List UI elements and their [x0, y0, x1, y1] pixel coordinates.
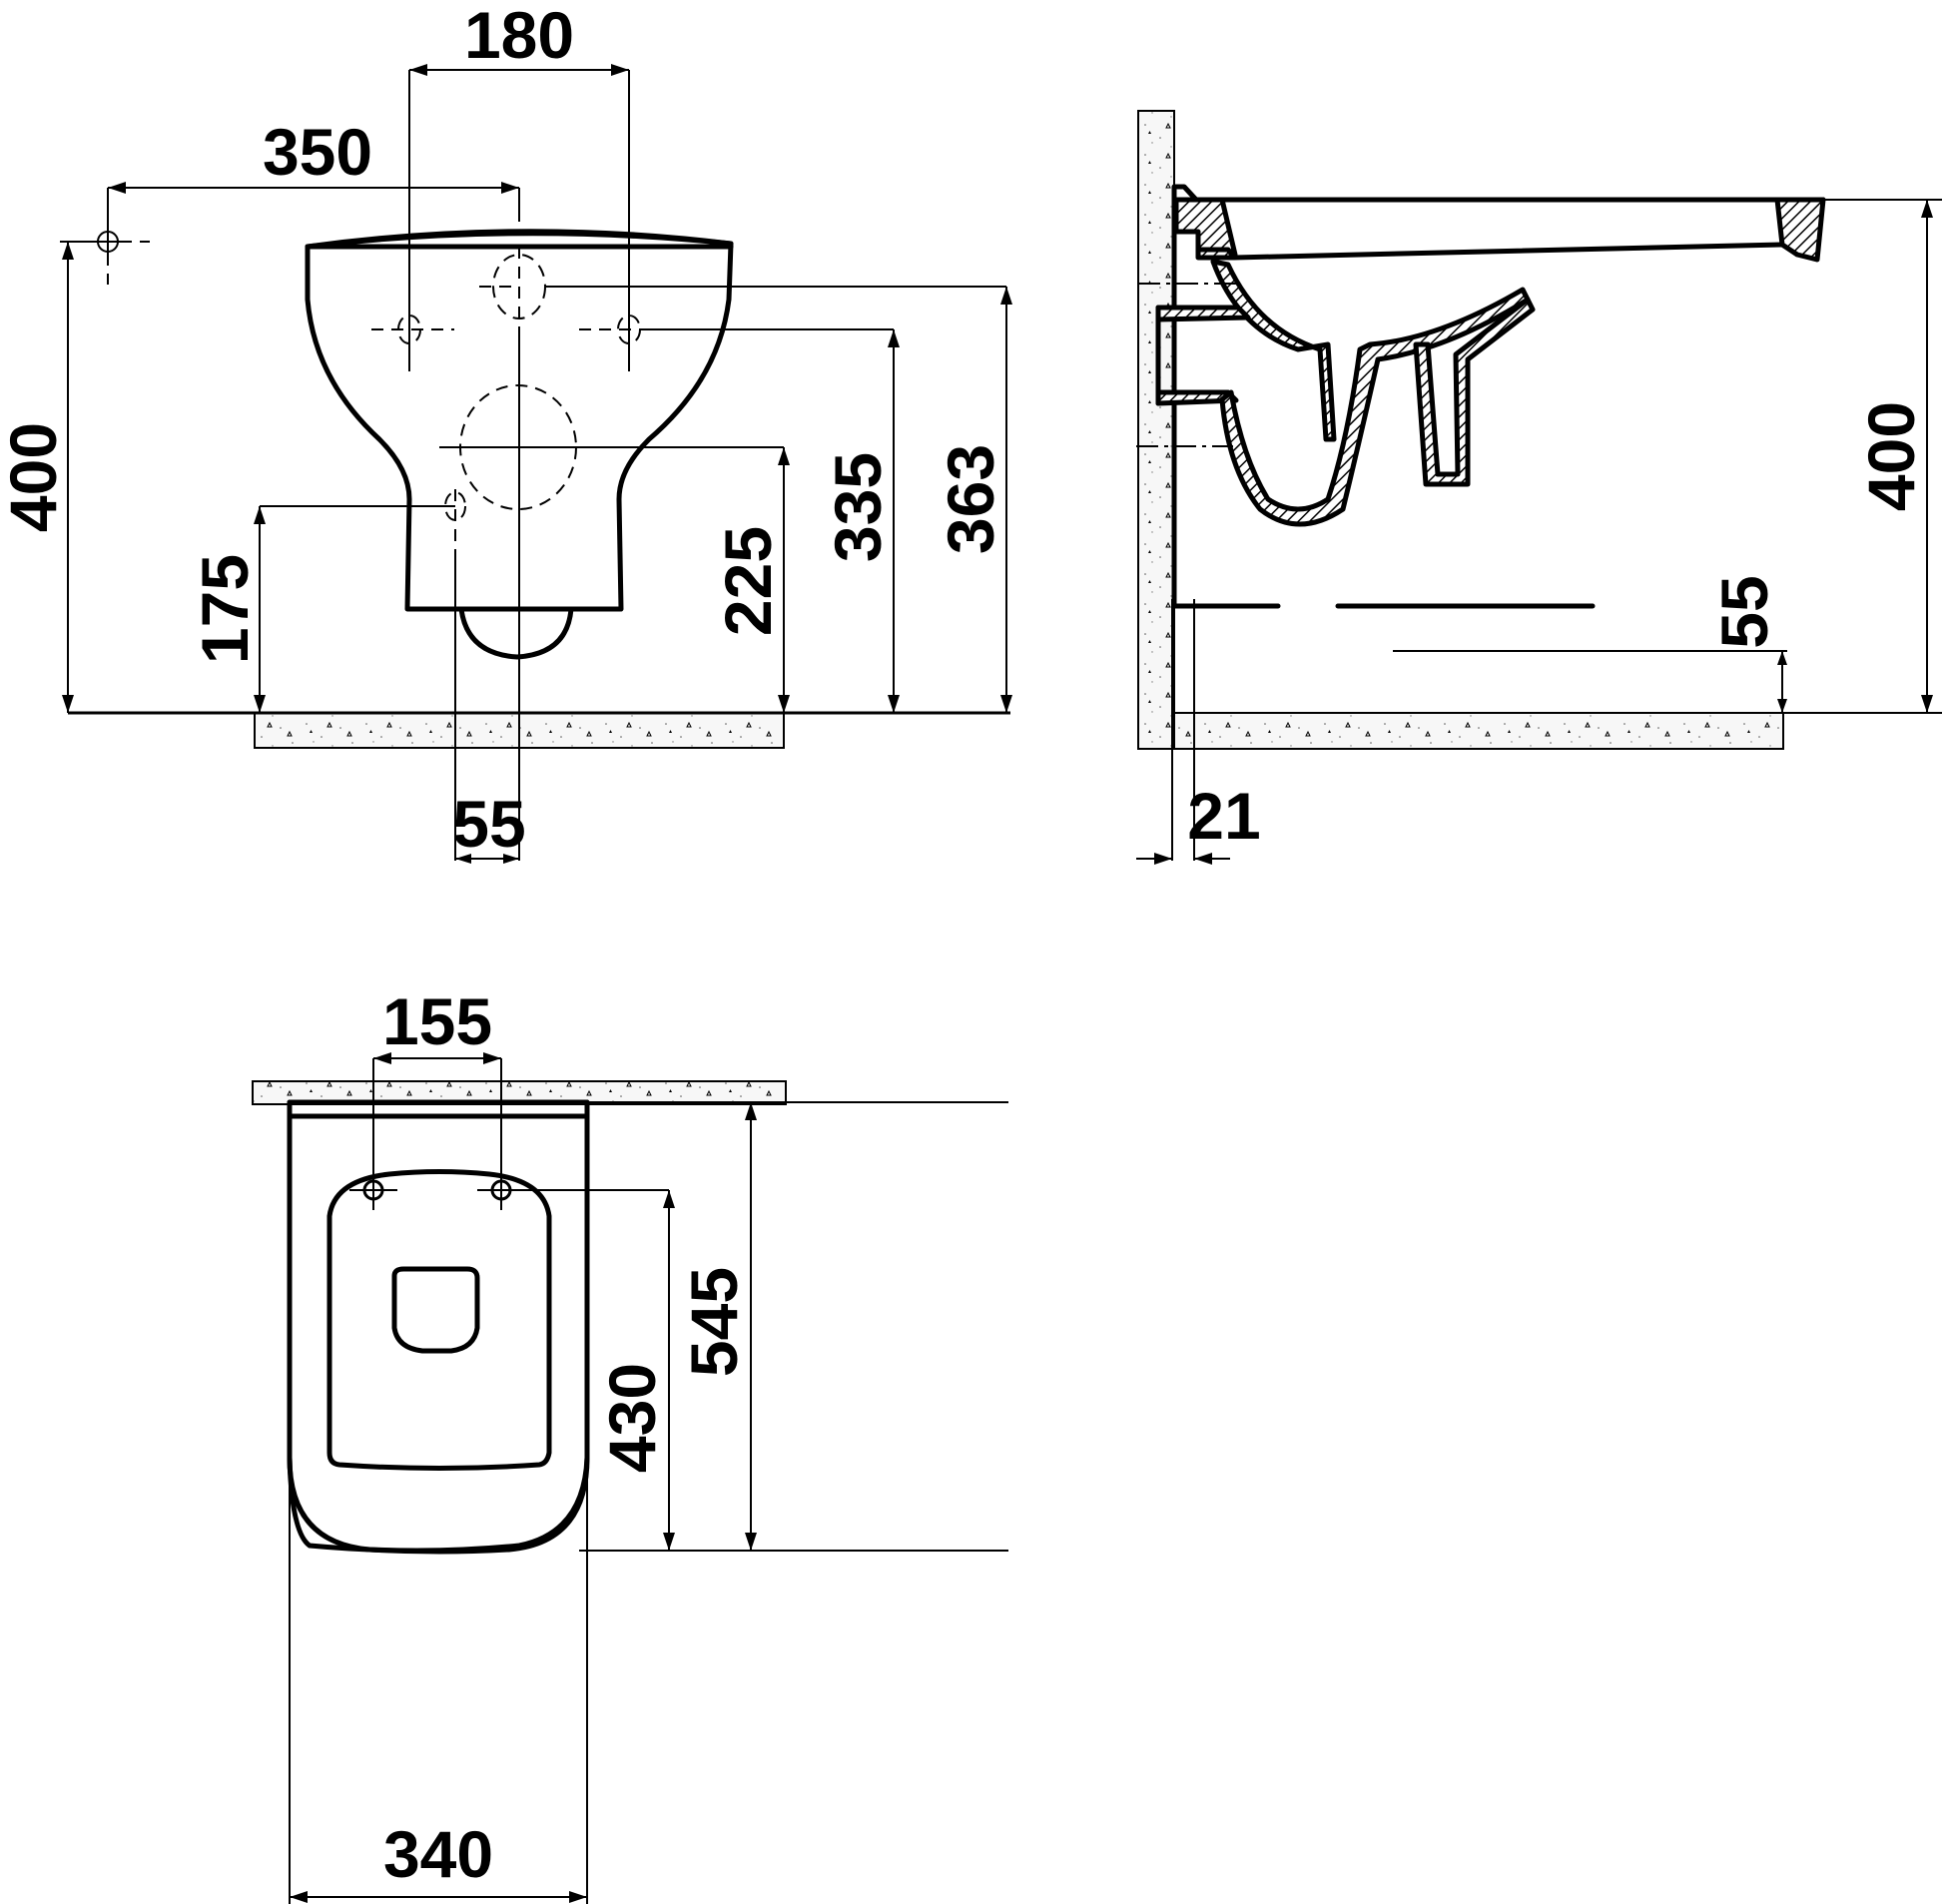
inlet-hole	[444, 491, 466, 521]
dim-400-side: 400	[1854, 401, 1928, 511]
dim-363: 363	[934, 444, 1007, 554]
top-view: 155 340 430 545	[252, 984, 1008, 1904]
dim-175: 175	[188, 554, 262, 664]
dim-335: 335	[821, 452, 895, 562]
front-outlet-bump	[458, 606, 574, 660]
dim-21: 21	[1187, 779, 1260, 853]
dim-180: 180	[464, 0, 574, 72]
bowl-opening	[391, 1266, 480, 1354]
side-floor-concrete	[1173, 712, 1784, 750]
dim-350: 350	[263, 115, 372, 189]
dim-340: 340	[383, 1817, 493, 1891]
dim-155: 155	[382, 984, 492, 1058]
dim-225: 225	[711, 526, 785, 636]
dim-545: 545	[677, 1267, 751, 1377]
dim-400-front: 400	[0, 422, 70, 532]
top-body-outline	[287, 1099, 590, 1555]
wall-concrete	[1137, 110, 1175, 750]
front-rim	[305, 229, 734, 250]
dim-55-front: 55	[452, 787, 525, 861]
dim-55-side: 55	[1707, 575, 1781, 648]
side-section-view: 400 55 21	[1136, 110, 1942, 865]
seat-outline	[326, 1169, 552, 1471]
front-view: 180 350 400 175 225 335	[0, 0, 1012, 864]
dim-430: 430	[595, 1363, 669, 1473]
